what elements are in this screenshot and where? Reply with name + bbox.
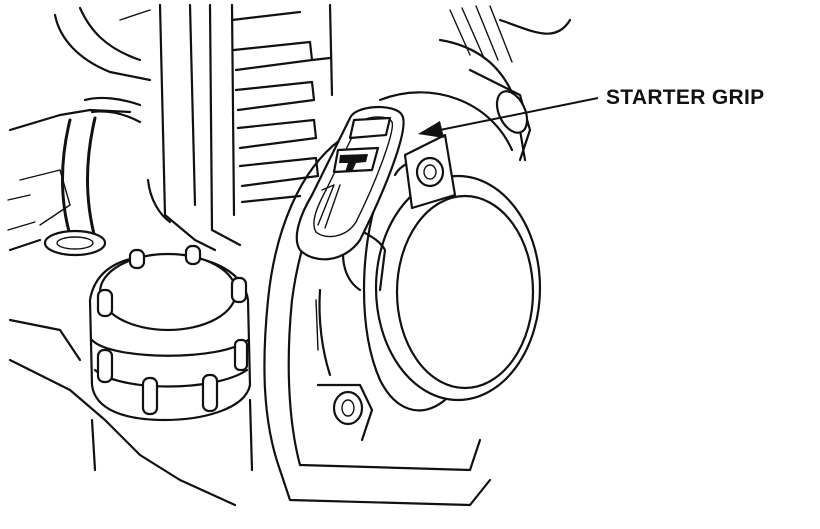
callout-arrow bbox=[418, 97, 599, 138]
engine-column bbox=[146, 3, 217, 252]
fuel-lines bbox=[43, 6, 152, 257]
cylinder-fins bbox=[208, 3, 334, 247]
starter-grip-label: STARTER GRIP bbox=[606, 86, 765, 109]
starter-grip bbox=[295, 105, 405, 261]
fuel-cap bbox=[88, 244, 254, 472]
recoil-starter-cover bbox=[342, 91, 542, 412]
